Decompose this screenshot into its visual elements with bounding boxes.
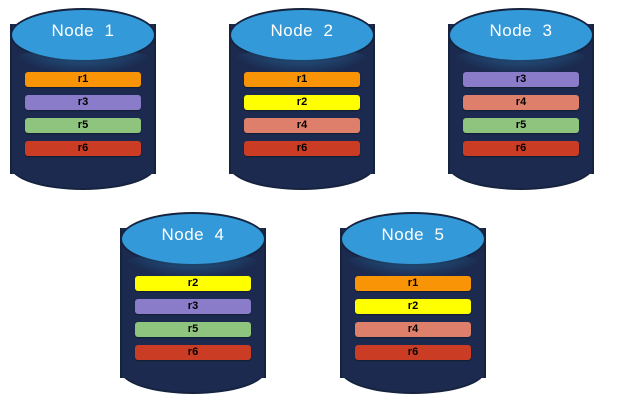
replica-bar[interactable]: r3 xyxy=(135,299,251,314)
replica-list: r1 r2 r4 r6 xyxy=(340,276,486,360)
replica-bar[interactable]: r5 xyxy=(463,118,579,133)
replica-bar[interactable]: r6 xyxy=(25,141,141,156)
replica-bar[interactable]: r6 xyxy=(135,345,251,360)
node-label: Node 2 xyxy=(270,21,334,40)
replica-bar[interactable]: r2 xyxy=(244,95,360,110)
replica-list: r3 r4 r5 r6 xyxy=(448,72,594,156)
replica-bar[interactable]: r1 xyxy=(355,276,471,291)
replica-bar[interactable]: r1 xyxy=(25,72,141,87)
node-label: Node 1 xyxy=(51,21,115,40)
replica-bar[interactable]: r3 xyxy=(463,72,579,87)
replica-bar[interactable]: r5 xyxy=(25,118,141,133)
replica-bar[interactable]: r5 xyxy=(135,322,251,337)
node-label: Node 5 xyxy=(381,225,445,244)
replica-bar[interactable]: r6 xyxy=(463,141,579,156)
replica-list: r2 r3 r5 r6 xyxy=(120,276,266,360)
node-label: Node 4 xyxy=(161,225,225,244)
database-node[interactable]: Node 1 r1 r3 r5 r6 xyxy=(10,8,156,190)
node-label: Node 3 xyxy=(489,21,553,40)
replica-bar[interactable]: r4 xyxy=(463,95,579,110)
replica-bar[interactable]: r2 xyxy=(135,276,251,291)
replica-bar[interactable]: r1 xyxy=(244,72,360,87)
replica-bar[interactable]: r3 xyxy=(25,95,141,110)
replica-bar[interactable]: r6 xyxy=(355,345,471,360)
database-node[interactable]: Node 3 r3 r4 r5 r6 xyxy=(448,8,594,190)
database-node[interactable]: Node 2 r1 r2 r4 r6 xyxy=(229,8,375,190)
replica-bar[interactable]: r4 xyxy=(244,118,360,133)
replica-bar[interactable]: r4 xyxy=(355,322,471,337)
replica-bar[interactable]: r2 xyxy=(355,299,471,314)
replica-list: r1 r3 r5 r6 xyxy=(10,72,156,156)
database-node[interactable]: Node 5 r1 r2 r4 r6 xyxy=(340,212,486,394)
replica-bar[interactable]: r6 xyxy=(244,141,360,156)
database-node[interactable]: Node 4 r2 r3 r5 r6 xyxy=(120,212,266,394)
replica-list: r1 r2 r4 r6 xyxy=(229,72,375,156)
